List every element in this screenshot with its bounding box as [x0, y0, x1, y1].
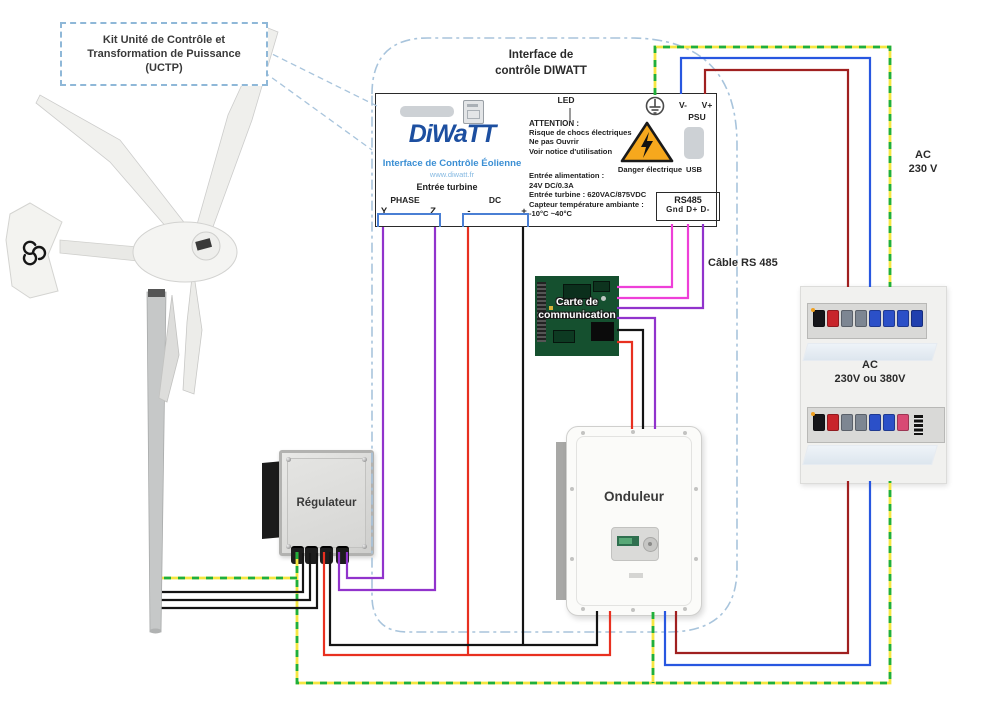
- breaker-row-1: [807, 303, 927, 339]
- inverter-label: Onduleur: [604, 489, 664, 504]
- usb-port: [684, 127, 704, 159]
- cable-gland: [320, 546, 333, 564]
- phase-label: PHASE: [390, 195, 420, 205]
- v-minus-label: V-: [678, 100, 688, 110]
- regulator-label: Régulateur: [296, 497, 357, 509]
- ac-right-line1: AC: [915, 149, 931, 161]
- interface-title: Interface de contrôle DIWATT: [455, 48, 627, 79]
- callout-pointer-line: [263, 71, 373, 151]
- triskelion-icon: [22, 240, 47, 266]
- pcb-ic-chip: [591, 322, 614, 341]
- rs485-pins: Gnd D+ D-: [666, 205, 710, 214]
- terminal-z: Z: [430, 206, 436, 217]
- spec-line2: 24V DC/0.3A: [529, 180, 574, 190]
- regulator: Régulateur: [262, 448, 374, 564]
- pcb-ic-chip: [553, 330, 575, 343]
- turbine-tail-boom: [59, 239, 139, 262]
- indicator-dot: [811, 308, 815, 312]
- breaker-panel: AC 230V ou 380V: [800, 286, 947, 484]
- panel-label-line2: 230V ou 380V: [834, 372, 906, 385]
- cable-gland: [336, 546, 349, 564]
- inverter-button-pad: [643, 537, 658, 552]
- uctp-line3: (UCTP): [145, 62, 183, 75]
- spec-line5: -10°C ~40°C: [529, 209, 573, 219]
- turbine-hub: [191, 231, 221, 261]
- breaker-toggles: [812, 310, 924, 332]
- cable-rs485-label: Câble RS 485: [708, 257, 778, 269]
- pcb-ic-chip: [593, 281, 610, 292]
- psu-label: PSU: [688, 112, 706, 122]
- mast-coupling: [148, 289, 165, 297]
- inverter: Onduleur: [556, 426, 704, 618]
- turbine-input-label: Entrée turbine: [416, 182, 478, 192]
- rs485-title: RS485: [674, 195, 702, 205]
- terminal-y: Y: [380, 206, 388, 217]
- cable-gland: [291, 546, 304, 564]
- turbine-blade: [35, 94, 191, 244]
- danger-label: Danger électrique: [617, 165, 683, 174]
- diwatt-subtitle: Interface de Contrôle Éolienne: [382, 158, 522, 169]
- panel-cover-strip: [802, 445, 938, 465]
- communication-card-label: Carte de communication: [535, 296, 619, 322]
- interface-title-line2: contrôle DIWATT: [495, 64, 587, 77]
- uctp-line1: Kit Unité de Contrôle et: [102, 33, 226, 46]
- inverter-lcd: [617, 536, 639, 546]
- interface-title-line1: Interface de: [508, 49, 574, 61]
- dc-label: DC: [488, 195, 502, 205]
- regulator-enclosure: Régulateur: [279, 450, 374, 556]
- indicator-dot: [811, 412, 815, 416]
- inverter-logo-tag: [629, 573, 643, 578]
- uctp-callout-box: Kit Unité de Contrôle et Transformation …: [60, 22, 268, 86]
- inverter-enclosure: Onduleur: [566, 426, 702, 616]
- breaker-toggles: [812, 414, 910, 436]
- diwatt-logo: DiWaTT: [408, 120, 497, 148]
- ac-230v-label: AC 230 V: [893, 148, 953, 177]
- danger-warning-icon: [619, 120, 675, 165]
- ac-right-line2: 230 V: [908, 163, 938, 176]
- panel-label-line1: AC: [862, 359, 878, 371]
- usb-label: USB: [685, 165, 703, 174]
- din-device: [914, 415, 923, 435]
- uctp-line2: Transformation de Puissance: [87, 47, 241, 60]
- carte-line2: communication: [538, 309, 616, 322]
- specs-block: Entrée alimentation : 24V DC/0.3A Entrée…: [529, 171, 664, 219]
- terminal-minus: -: [467, 206, 471, 217]
- led-slot: [400, 106, 454, 117]
- wind-turbine: [5, 27, 279, 634]
- diwatt-website: www.diwatt.fr: [429, 170, 475, 179]
- v-plus-label: V+: [701, 100, 713, 110]
- diwatt-interface-box: DiWaTT Interface de Contrôle Éolienne ww…: [375, 93, 720, 227]
- led-label: LED: [557, 95, 575, 105]
- turbine-mast: [146, 291, 167, 633]
- communication-card: Carte de communication: [535, 276, 619, 356]
- spec-line4: Capteur température ambiante :: [529, 199, 644, 209]
- cable-gland: [305, 546, 318, 564]
- turbine-tail-fin: [5, 202, 63, 299]
- turbine-nacelle: [132, 221, 238, 283]
- panel-voltage-label: AC 230V ou 380V: [801, 359, 939, 387]
- breaker-row-2: [807, 407, 945, 443]
- inverter-display-panel: [611, 527, 659, 561]
- spec-line3: Entrée turbine : 620VAC/875VDC: [529, 190, 647, 200]
- turbine-blade: [182, 267, 203, 395]
- rs485-terminal-block: RS485 Gnd D+ D-: [656, 192, 720, 221]
- magenta-wires: [617, 224, 690, 300]
- carte-line1: Carte de: [555, 296, 598, 308]
- callout-pointer-line: [263, 49, 378, 107]
